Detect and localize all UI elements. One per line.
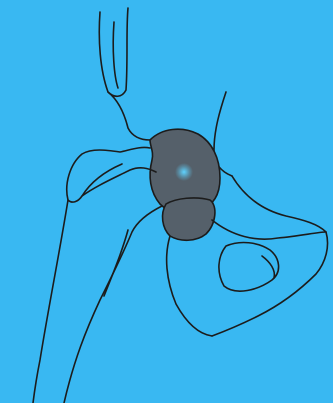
shaded-region-lower xyxy=(163,198,215,240)
center-highlight xyxy=(175,163,193,181)
